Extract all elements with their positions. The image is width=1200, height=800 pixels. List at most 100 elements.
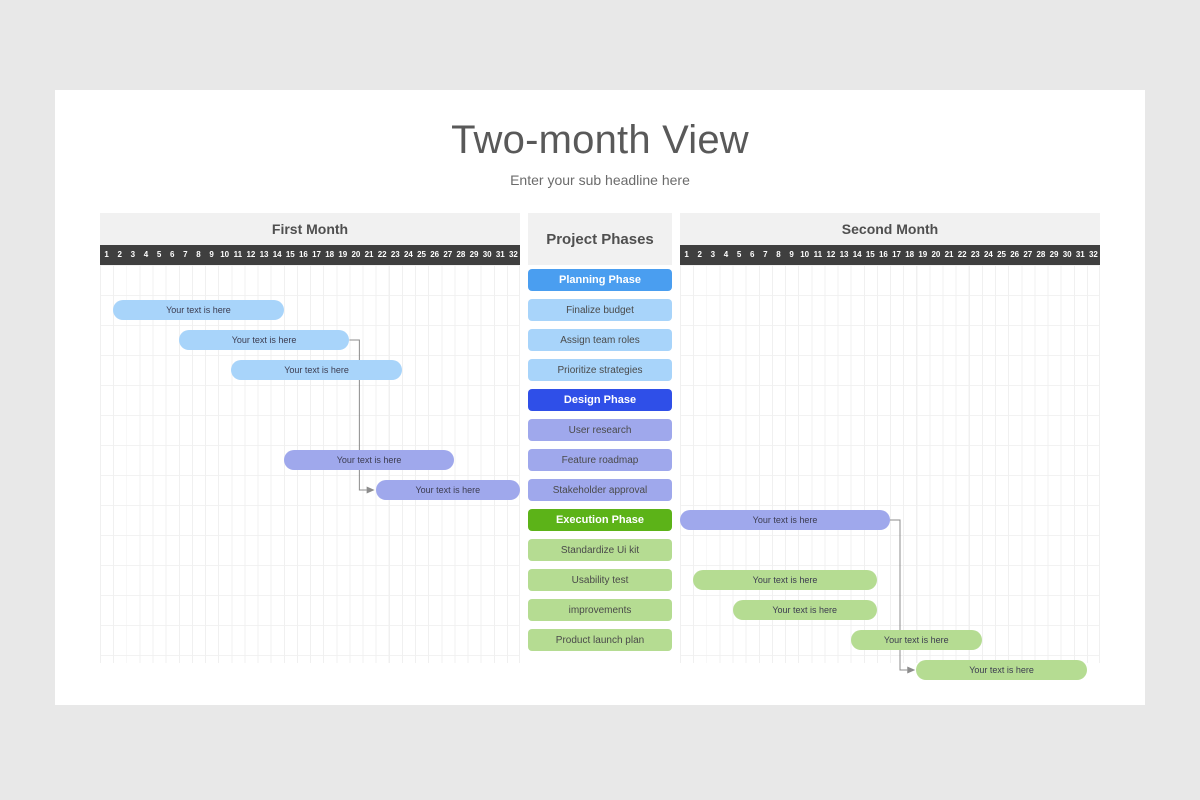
first-month-day-29: 29 [469, 250, 479, 259]
second-month-day-19: 19 [918, 250, 928, 259]
first-month-day-32: 32 [508, 250, 518, 259]
slide-canvas: Two-month View Enter your sub headline h… [55, 90, 1145, 705]
gantt-bar-label: Your text is here [883, 635, 949, 645]
phase-row-planning-phase[interactable]: Planning Phase [528, 269, 672, 291]
gantt-bar-label: Your text is here [772, 605, 838, 615]
first-month-day-26: 26 [430, 250, 440, 259]
first-month-day-21: 21 [364, 250, 374, 259]
first-month-day-15: 15 [285, 250, 295, 259]
first-month-day-20: 20 [351, 250, 361, 259]
first-month-day-14: 14 [272, 250, 282, 259]
gantt-bar[interactable]: Your text is here [283, 450, 455, 470]
first-month-day-22: 22 [377, 250, 387, 259]
first-month-day-2: 2 [117, 250, 122, 259]
second-month-day-15: 15 [865, 250, 875, 259]
first-month-day-16: 16 [298, 250, 308, 259]
second-month-day-31: 31 [1075, 250, 1085, 259]
gantt-bar[interactable]: Your text is here [113, 300, 284, 320]
first-month-header: First Month [100, 213, 520, 245]
first-month-day-6: 6 [169, 250, 175, 259]
connector-arrowhead [907, 666, 916, 674]
phase-label: Usability test [571, 574, 629, 586]
phase-row-execution-phase[interactable]: Execution Phase [528, 509, 672, 531]
phase-row-finalize-budget[interactable]: Finalize budget [528, 299, 672, 321]
gantt-bar-label: Your text is here [752, 575, 818, 585]
second-month-day-6: 6 [749, 250, 755, 259]
phase-label: improvements [568, 604, 632, 616]
second-month-day-14: 14 [852, 250, 862, 259]
gantt-bar-label: Your text is here [284, 365, 349, 375]
second-month-day-17: 17 [892, 250, 902, 259]
phase-label: Finalize budget [566, 304, 634, 316]
first-month-day-17: 17 [312, 250, 322, 259]
second-month-day-29: 29 [1049, 250, 1059, 259]
phase-row-product-launch-plan[interactable]: Product launch plan [528, 629, 672, 651]
second-month-day-16: 16 [878, 250, 888, 259]
second-month-day-28: 28 [1036, 250, 1046, 259]
gantt-bar[interactable]: Your text is here [693, 570, 877, 590]
first-month-day-8: 8 [196, 250, 201, 259]
gantt-bar-label: Your text is here [415, 485, 481, 495]
second-month-day-8: 8 [776, 250, 781, 259]
first-month-day-3: 3 [130, 250, 136, 259]
gantt-bar[interactable]: Your text is here [732, 600, 877, 620]
phase-row-assign-team-roles[interactable]: Assign team roles [528, 329, 672, 351]
first-month-day-9: 9 [209, 250, 214, 259]
second-month-day-20: 20 [931, 250, 941, 259]
page-title: Two-month View [451, 118, 749, 162]
first-month-day-4: 4 [143, 250, 149, 259]
phase-row-usability-test[interactable]: Usability test [528, 569, 672, 591]
phase-label: Standardize Ui kit [560, 544, 640, 556]
connector-arrowhead [366, 486, 375, 494]
phase-label: Prioritize strategies [557, 364, 643, 376]
second-month-day-13: 13 [839, 250, 849, 259]
phase-row-stakeholder-approval[interactable]: Stakeholder approval [528, 479, 672, 501]
first-month-day-19: 19 [338, 250, 348, 259]
second-month-day-1: 1 [684, 250, 689, 259]
first-month-day-23: 23 [390, 250, 400, 259]
second-month-day-22: 22 [957, 250, 967, 259]
project-phases-header: Project Phases [528, 213, 672, 265]
phase-row-standardize-ui-kit[interactable]: Standardize Ui kit [528, 539, 672, 561]
second-month-day-30: 30 [1062, 250, 1072, 259]
phase-row-design-phase[interactable]: Design Phase [528, 389, 672, 411]
second-month-day-2: 2 [697, 250, 702, 259]
second-month-day-27: 27 [1023, 250, 1033, 259]
second-month-day-7: 7 [763, 250, 768, 259]
phase-label: Execution Phase [555, 514, 645, 526]
phase-row-improvements[interactable]: improvements [528, 599, 672, 621]
gantt-bar-label: Your text is here [166, 305, 231, 315]
phase-label: Assign team roles [560, 334, 640, 346]
gantt-bar[interactable]: Your text is here [231, 360, 402, 380]
phase-row-feature-roadmap[interactable]: Feature roadmap [528, 449, 672, 471]
first-month-day-1: 1 [104, 250, 109, 259]
second-month-day-12: 12 [826, 250, 836, 259]
phase-row-prioritize-strategies[interactable]: Prioritize strategies [528, 359, 672, 381]
gantt-bar-label: Your text is here [336, 455, 402, 465]
second-month-day-4: 4 [723, 250, 729, 259]
phase-label: User research [568, 424, 632, 436]
second-month-day-11: 11 [813, 250, 823, 259]
gantt-bar-label: Your text is here [752, 515, 818, 525]
gantt-bar[interactable]: Your text is here [680, 510, 890, 530]
first-month-day-13: 13 [259, 250, 269, 259]
phase-row-user-research[interactable]: User research [528, 419, 672, 441]
gantt-bar[interactable]: Your text is here [916, 660, 1087, 680]
gantt-bar[interactable]: Your text is here [178, 330, 350, 350]
first-month-day-25: 25 [417, 250, 427, 259]
gantt-bar[interactable]: Your text is here [375, 480, 520, 500]
gantt-bar[interactable]: Your text is here [850, 630, 982, 650]
second-month-day-5: 5 [736, 250, 742, 259]
first-month-day-31: 31 [495, 250, 505, 259]
phase-label: Design Phase [563, 394, 637, 406]
first-month-day-7: 7 [183, 250, 188, 259]
phase-label: Stakeholder approval [552, 484, 648, 496]
page-subtitle: Enter your sub headline here [510, 172, 690, 188]
